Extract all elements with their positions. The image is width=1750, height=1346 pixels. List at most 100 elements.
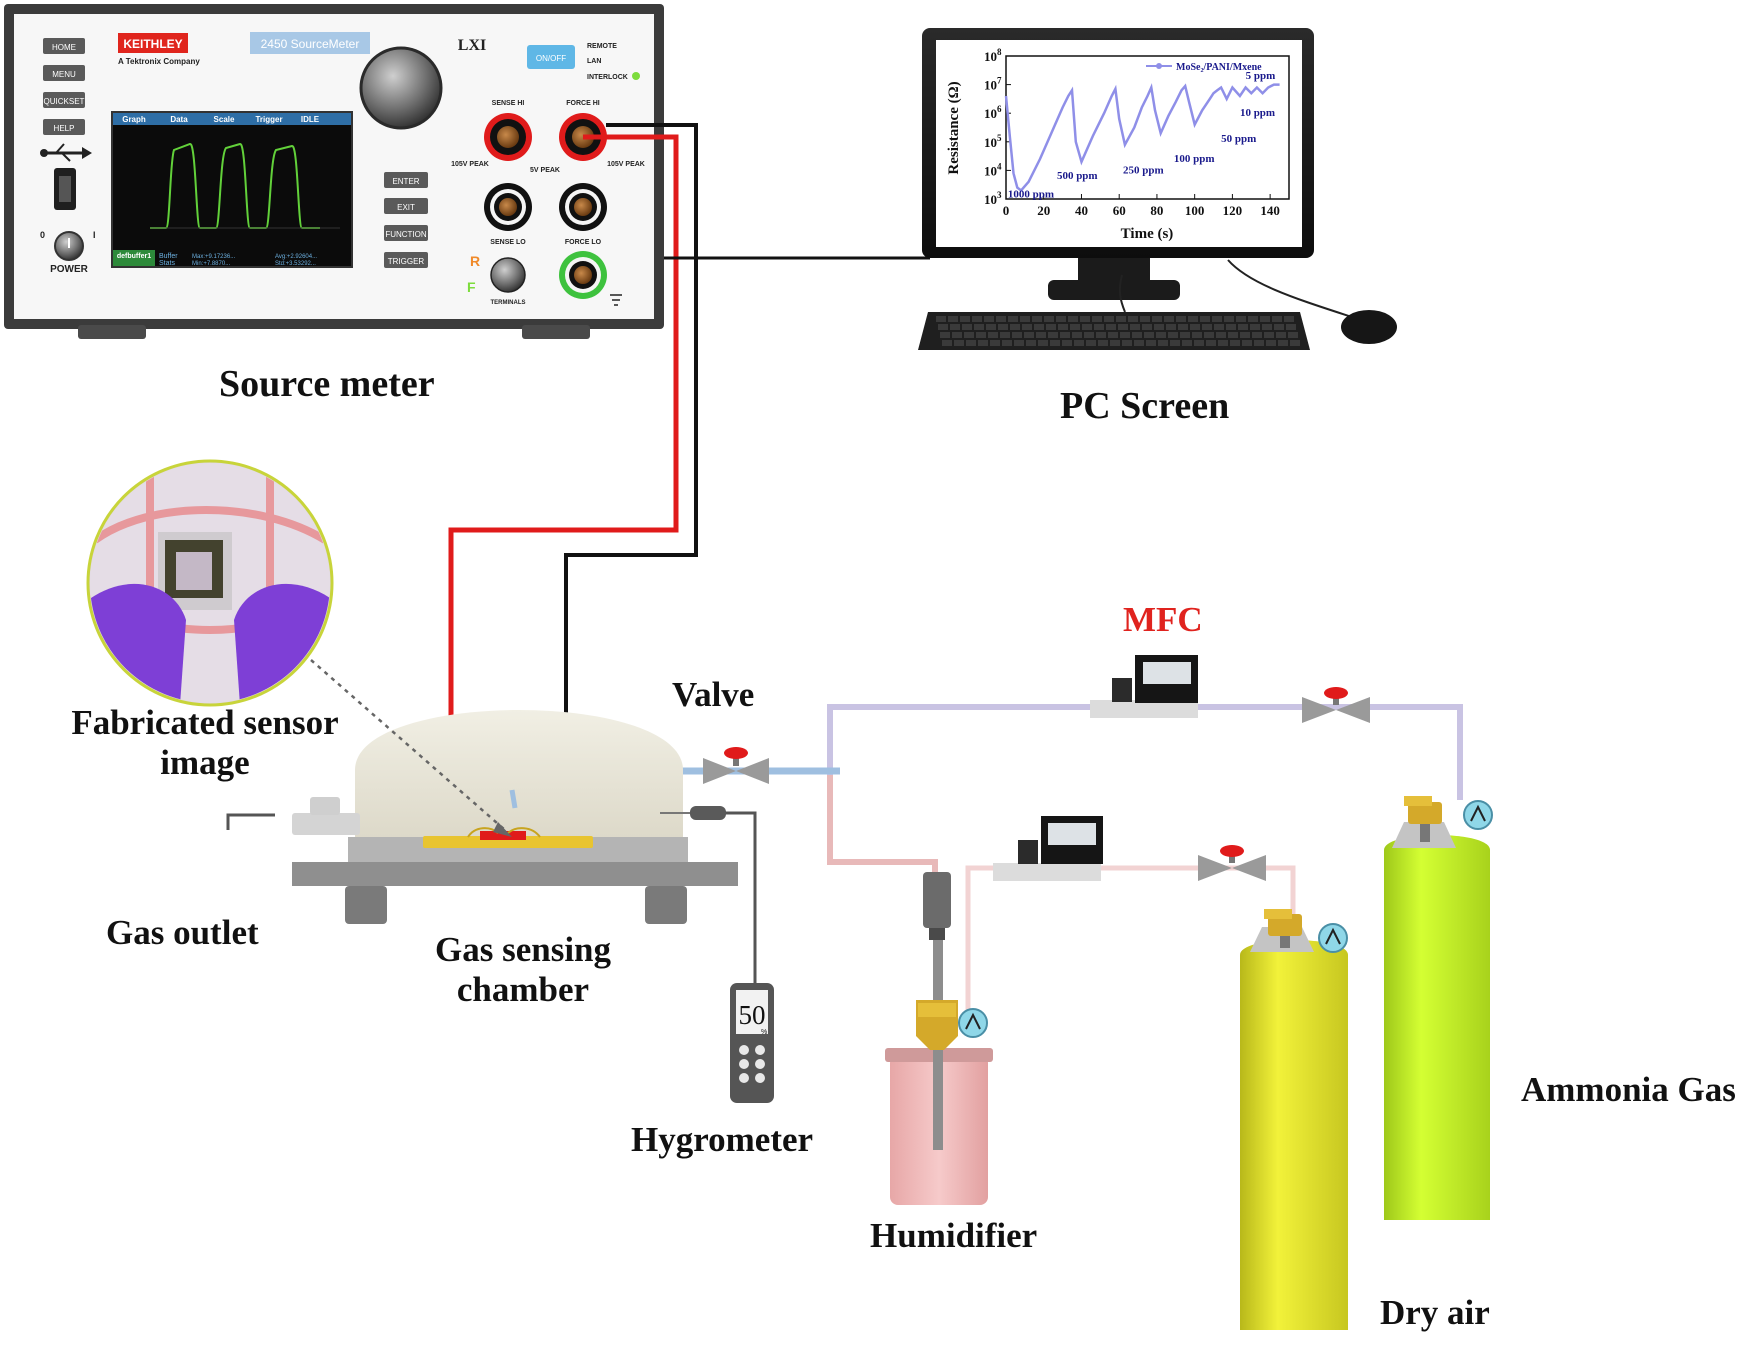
meter-foot	[522, 325, 590, 339]
hygrometer-button[interactable]	[755, 1045, 765, 1055]
power-switch[interactable]: 0 I	[40, 230, 96, 261]
dry-air-label: Dry air	[1380, 1293, 1490, 1332]
ammonia-valve[interactable]	[1302, 687, 1370, 723]
force-hi-label: FORCE HI	[566, 100, 600, 107]
terminals-switch[interactable]	[490, 257, 526, 293]
keyboard-key	[1250, 324, 1260, 330]
keithley-logo-text: KEITHLEY	[123, 37, 182, 51]
keyboard-key	[1140, 316, 1150, 322]
force-lo-terminal[interactable]	[559, 183, 607, 231]
screen-tab-labels: Graph Data Scale Trigger IDLE	[122, 115, 320, 124]
enter-button[interactable]	[384, 172, 428, 188]
plot-ylabel: Resistance (Ω)	[946, 81, 962, 174]
hygrometer-buttons	[739, 1045, 765, 1083]
home-button[interactable]	[43, 38, 85, 54]
keyboard-key	[964, 332, 974, 338]
keyboard-key	[1046, 324, 1056, 330]
hygrometer-button[interactable]	[739, 1045, 749, 1055]
keyboard-key	[1228, 332, 1238, 338]
keyboard-key	[1086, 340, 1096, 346]
menu-button[interactable]	[43, 65, 85, 81]
keyboard-key	[1074, 340, 1084, 346]
keyboard-key	[1188, 316, 1198, 322]
navigation-knob[interactable]	[359, 46, 443, 130]
keyboard-key	[1264, 332, 1274, 338]
gas-sensing-chamber-label: Gas sensing chamber	[434, 930, 612, 1010]
gauge-icon	[1318, 923, 1348, 953]
sense-hi-label: SENSE HI	[492, 100, 525, 107]
mfc-ammonia	[1090, 655, 1198, 718]
keyboard-key	[1218, 340, 1228, 346]
hygrometer-button[interactable]	[755, 1059, 765, 1069]
hygrometer-button[interactable]	[739, 1073, 749, 1083]
stats-label: Stats	[159, 260, 175, 267]
keyboard-key	[1226, 324, 1236, 330]
humidifier-label: Humidifier	[870, 1216, 1038, 1255]
dry-air-line	[965, 865, 1296, 1020]
meter-foot	[78, 325, 146, 339]
on-off-button[interactable]	[527, 45, 575, 69]
sense-lo-terminal[interactable]	[484, 183, 532, 231]
sense-hi-terminal[interactable]	[484, 113, 532, 161]
main-valve[interactable]	[703, 747, 769, 784]
exit-button[interactable]	[384, 198, 428, 214]
keyboard-key	[1130, 324, 1140, 330]
tab-scale[interactable]: Scale	[214, 115, 235, 124]
front-terminal-f: F	[467, 279, 476, 295]
keithley-logo	[118, 33, 188, 53]
plot-annotation: 5 ppm	[1246, 70, 1276, 82]
legend-marker	[1156, 63, 1162, 69]
tab-data[interactable]: Data	[170, 115, 188, 124]
keyboard-key	[1152, 316, 1162, 322]
keyboard-cable	[1118, 274, 1126, 313]
gauge-needle	[1325, 927, 1341, 945]
keyboard-key	[962, 324, 972, 330]
dry-air-valve[interactable]	[1198, 845, 1266, 881]
rear-terminal-r: R	[470, 253, 480, 269]
keyboard-key	[1096, 332, 1106, 338]
keyboard-key	[1032, 316, 1042, 322]
keyboard-key	[1154, 324, 1164, 330]
red-wire	[448, 134, 679, 843]
help-button[interactable]	[43, 119, 85, 135]
keyboard-key	[1002, 340, 1012, 346]
meter-left-buttons: HOME MENU QUICKSET HELP	[43, 38, 85, 135]
keyboard-key	[1044, 316, 1054, 322]
keyboard-key	[1014, 340, 1024, 346]
ground-terminal[interactable]	[559, 251, 607, 299]
meter-screen: Graph Data Scale Trigger IDLE defbuffer1…	[111, 111, 353, 268]
hygrometer-label: Hygrometer	[631, 1120, 814, 1159]
dry-air-cylinder	[1240, 909, 1348, 1330]
keyboard-keys	[936, 316, 1300, 346]
plot-x-tick-label: 20	[1037, 203, 1050, 218]
keyboard-key	[1120, 332, 1130, 338]
humidifier	[885, 872, 993, 1205]
hygrometer: 50 %	[660, 806, 774, 1103]
tab-trigger[interactable]: Trigger	[255, 115, 282, 124]
keyboard-key	[1060, 332, 1070, 338]
keyboard-key	[1022, 324, 1032, 330]
hygrometer-button[interactable]	[739, 1059, 749, 1069]
tab-graph[interactable]: Graph	[122, 115, 146, 124]
keyboard-key	[988, 332, 998, 338]
lxi-logo: LXI	[458, 37, 486, 54]
mouse[interactable]	[1341, 310, 1397, 344]
keyboard-key	[1224, 316, 1234, 322]
keyboard-key	[1092, 316, 1102, 322]
quickset-button[interactable]	[43, 92, 85, 108]
keyboard-key	[1164, 316, 1174, 322]
trigger-button[interactable]	[384, 252, 428, 268]
humidifier-valve-handle	[918, 1003, 956, 1017]
menu-button-label: MENU	[52, 70, 76, 79]
screen-tab-bar	[113, 113, 351, 125]
hygrometer-button[interactable]	[755, 1073, 765, 1083]
interlock-led	[632, 72, 640, 80]
function-button[interactable]	[384, 225, 428, 241]
keyboard-key	[1170, 340, 1180, 346]
keyboard-key	[1104, 316, 1114, 322]
